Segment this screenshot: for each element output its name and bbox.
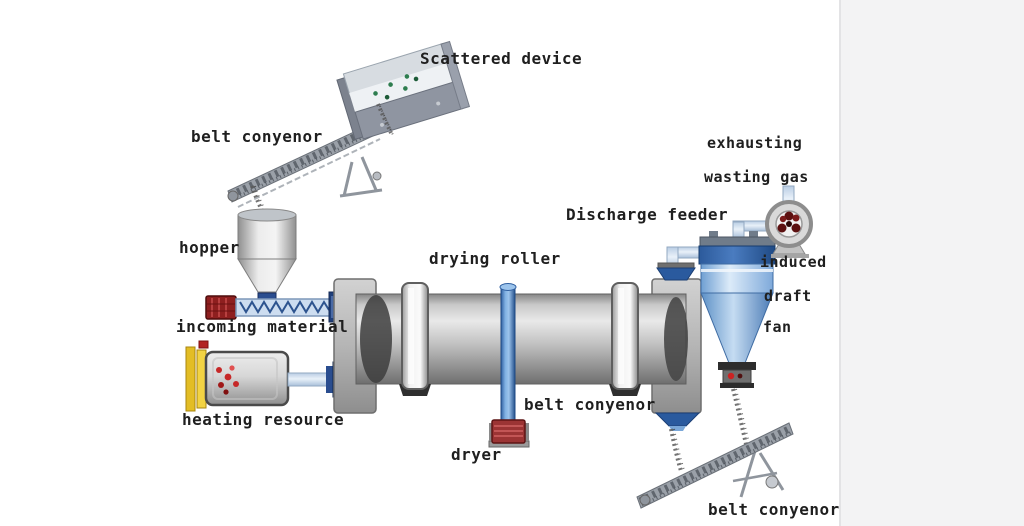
- particle-stream: [669, 428, 685, 472]
- induced-draft-fan-illustration: [765, 185, 813, 258]
- label-belt-conveyor-top: belt conyenor: [191, 127, 323, 146]
- label-exhausting: exhausting: [707, 134, 803, 152]
- scattered-device-illustration: [336, 40, 471, 141]
- heating-resource-illustration: [185, 340, 343, 412]
- label-draft: draft: [764, 287, 812, 305]
- fan-blades-icon: [777, 211, 801, 233]
- belt-conveyor-bottom-illustration: [636, 422, 794, 509]
- cyclone-separator-illustration: [698, 220, 776, 388]
- dryer-drive-illustration: [488, 283, 530, 448]
- label-belt-conveyor-mid: belt conyenor: [524, 395, 656, 414]
- hot-air-pipe: [287, 372, 329, 387]
- label-hopper: hopper: [179, 238, 240, 257]
- flame-icon: [216, 365, 239, 395]
- particle-stream: [376, 103, 394, 136]
- riding-ring: [609, 282, 641, 396]
- hopper-illustration: [237, 208, 297, 301]
- label-belt-conveyor-bottom: belt conyenor: [708, 500, 840, 519]
- side-panel-background: [840, 0, 1024, 526]
- label-scattered-device: Scattered device: [420, 49, 583, 68]
- particle-stream: [731, 388, 750, 445]
- feeder-motor: [205, 295, 237, 320]
- cyclone-discharge-valve: [718, 362, 756, 388]
- discharge-connections-illustration: [654, 246, 704, 431]
- riding-ring: [399, 282, 431, 396]
- label-dryer: dryer: [451, 445, 502, 464]
- belt-conveyor-top-illustration: [227, 116, 391, 208]
- label-wasting-gas: wasting gas: [704, 168, 809, 186]
- label-fan: fan: [763, 318, 792, 336]
- label-discharge-feeder: Discharge feeder: [566, 205, 729, 224]
- label-heating-resource: heating resource: [182, 410, 345, 429]
- label-drying-roller: drying roller: [429, 249, 561, 268]
- rotary-drum-illustration: [355, 282, 688, 396]
- discharge-cone: [654, 412, 701, 427]
- label-induced: induced: [760, 253, 827, 271]
- scattered-material-particles: [373, 74, 419, 100]
- label-incoming-material: incoming material: [176, 317, 349, 336]
